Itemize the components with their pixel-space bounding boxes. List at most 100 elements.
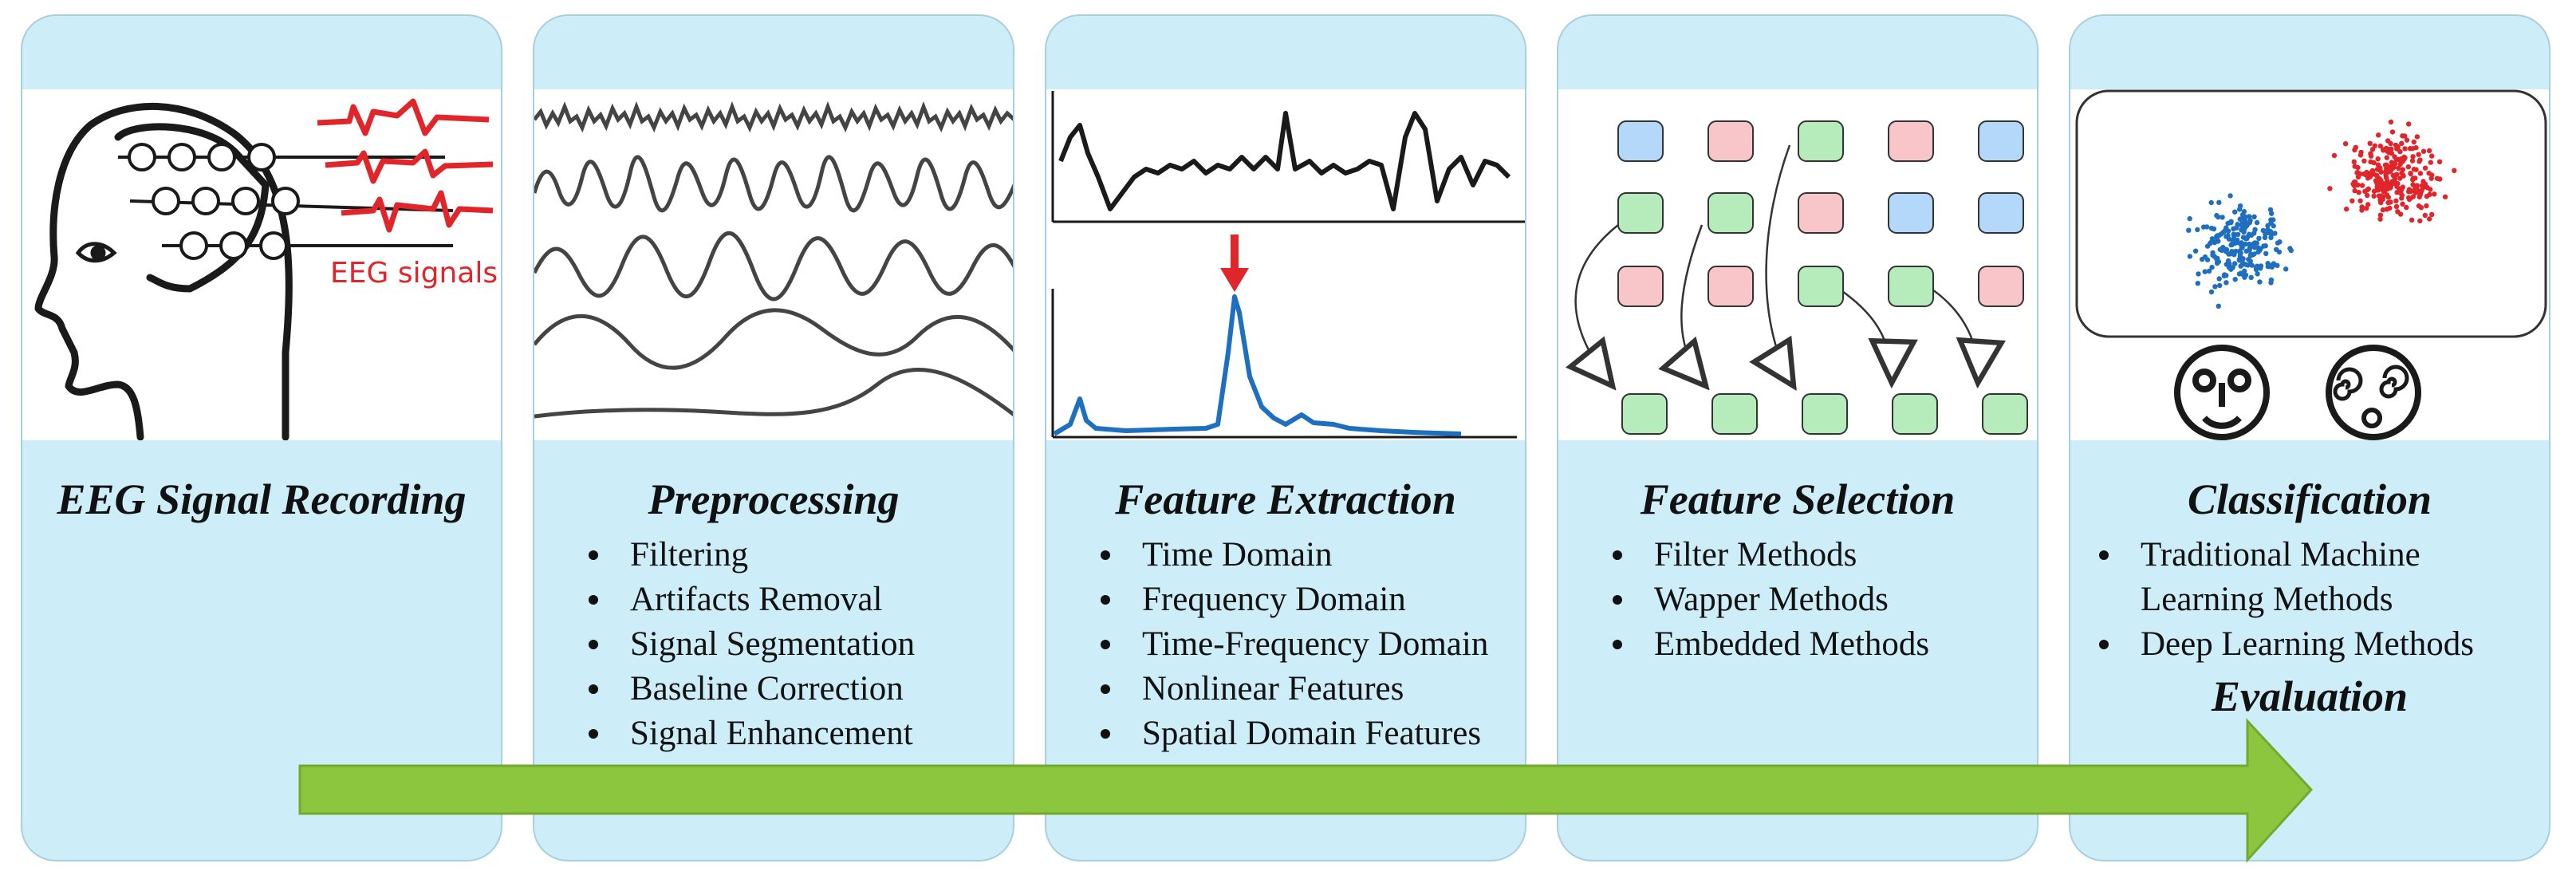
cluster-point-blue	[2228, 219, 2234, 224]
cluster-point-red	[2398, 187, 2405, 193]
cluster-point-red	[2389, 129, 2396, 135]
cluster-point-blue	[2209, 264, 2215, 270]
selected-node	[1711, 393, 1758, 435]
classification-illustration	[2070, 89, 2549, 440]
cluster-point-red	[2371, 193, 2377, 199]
cluster-point-red	[2368, 173, 2373, 179]
cluster-point-blue	[2238, 250, 2243, 256]
cluster-frame	[2075, 89, 2547, 338]
cluster-point-blue	[2231, 226, 2236, 231]
cluster-point-red	[2402, 133, 2408, 139]
cluster-point-blue	[2220, 215, 2225, 220]
cluster-point-red	[2414, 134, 2420, 140]
cluster-point-red	[2388, 185, 2393, 191]
stage-panel-feature-extraction: Feature Extraction Time Domain Frequency…	[1045, 14, 1526, 861]
stage-title-feature-extraction: Feature Extraction	[1115, 475, 1456, 523]
cluster-point-red	[2392, 176, 2398, 182]
cluster-point-red	[2437, 176, 2443, 182]
cluster-point-blue	[2217, 246, 2223, 253]
cluster-point-red	[2359, 183, 2365, 188]
feature-node	[1888, 120, 1934, 162]
stage-title-classification: Classification	[2187, 475, 2432, 523]
list-item: Signal Segmentation	[581, 622, 915, 667]
cluster-point-red	[2381, 147, 2386, 152]
cluster-point-blue	[2214, 257, 2220, 262]
cluster-point-red	[2426, 170, 2432, 176]
cluster-point-red	[2396, 165, 2401, 171]
cluster-point-red	[2428, 160, 2433, 165]
cluster-point-red	[2411, 139, 2416, 145]
cluster-point-red	[2394, 190, 2400, 195]
cluster-point-red	[2400, 172, 2406, 178]
feature-node	[1617, 192, 1664, 234]
cluster-and-faces	[2075, 89, 2547, 440]
feature-node	[1707, 266, 1754, 307]
selected-node	[1802, 393, 1848, 435]
cluster-point-blue	[2238, 203, 2243, 209]
cluster-point-red	[2380, 196, 2385, 203]
cluster-point-red	[2427, 216, 2432, 222]
cluster-point-red	[2410, 175, 2416, 181]
cluster-point-blue	[2251, 214, 2257, 219]
cluster-point-blue	[2243, 248, 2249, 254]
list-item: Wapper Methods	[1605, 577, 1929, 622]
cluster-point-blue	[2216, 214, 2221, 220]
cluster-point-blue	[2217, 282, 2223, 289]
feature-extraction-bullets: Time Domain Frequency Domain Time-Freque…	[1093, 533, 1488, 756]
cluster-point-red	[2404, 204, 2409, 211]
cluster-point-red	[2354, 170, 2360, 175]
classification-bullets: Traditional Machine Learning Methods Dee…	[2091, 533, 2474, 667]
cluster-point-red	[2414, 183, 2420, 188]
cluster-point-blue	[2232, 209, 2238, 215]
cluster-point-red	[2377, 175, 2382, 182]
cluster-point-blue	[2216, 232, 2222, 238]
cluster-point-blue	[2240, 261, 2246, 266]
cluster-point-blue	[2244, 235, 2250, 241]
cluster-point-blue	[2200, 256, 2205, 262]
cluster-point-red	[2352, 187, 2357, 194]
cluster-point-red	[2359, 204, 2365, 210]
cluster-point-blue	[2251, 231, 2257, 236]
cluster-point-blue	[2223, 246, 2229, 252]
recording-illustration: EEG signals	[22, 89, 501, 440]
cluster-point-red	[2402, 146, 2408, 152]
cluster-point-red	[2387, 164, 2393, 170]
feature-node-grid	[1558, 120, 2028, 435]
feature-node	[1798, 120, 1844, 162]
stage-title-preprocessing: Preprocessing	[648, 475, 900, 523]
cluster-point-red	[2392, 154, 2397, 160]
cluster-point-red	[2417, 171, 2424, 176]
stage-panel-classification: Classification Traditional Machine Learn…	[2069, 14, 2550, 861]
cluster-point-blue	[2277, 239, 2283, 245]
cluster-point-red	[2416, 203, 2422, 209]
cluster-point-red	[2416, 152, 2421, 157]
cluster-point-red	[2406, 121, 2412, 127]
cluster-point-red	[2378, 169, 2384, 175]
cluster-point-red	[2408, 189, 2413, 195]
feature-node	[1707, 120, 1754, 162]
frequency-spectrum-plot	[1051, 235, 1517, 439]
cluster-point-red	[2393, 198, 2399, 203]
cluster-point-red	[2397, 161, 2403, 168]
cluster-point-red	[2367, 140, 2373, 146]
feature-node	[1978, 120, 2024, 162]
feature-nodes	[1617, 120, 2028, 435]
cluster-point-red	[2391, 180, 2397, 186]
cluster-point-blue	[2216, 276, 2222, 282]
cluster-point-red	[2428, 175, 2434, 181]
cluster-point-blue	[2187, 254, 2193, 259]
list-item: Filter Methods	[1605, 533, 1929, 577]
cluster-point-red	[2379, 184, 2385, 190]
cluster-point-blue	[2221, 228, 2227, 235]
cluster-point-blue	[2239, 212, 2246, 218]
cluster-point-red	[2376, 132, 2381, 138]
stage-title-recording: EEG Signal Recording	[57, 475, 467, 523]
calm-face-icon	[2174, 345, 2270, 440]
cluster-point-red	[2357, 152, 2364, 158]
cluster-point-red	[2409, 217, 2415, 223]
cluster-point-red	[2393, 142, 2399, 148]
cluster-point-blue	[2249, 262, 2255, 268]
cluster-point-red	[2344, 206, 2350, 212]
cluster-point-red	[2350, 198, 2355, 203]
cluster-point-red	[2395, 209, 2401, 215]
